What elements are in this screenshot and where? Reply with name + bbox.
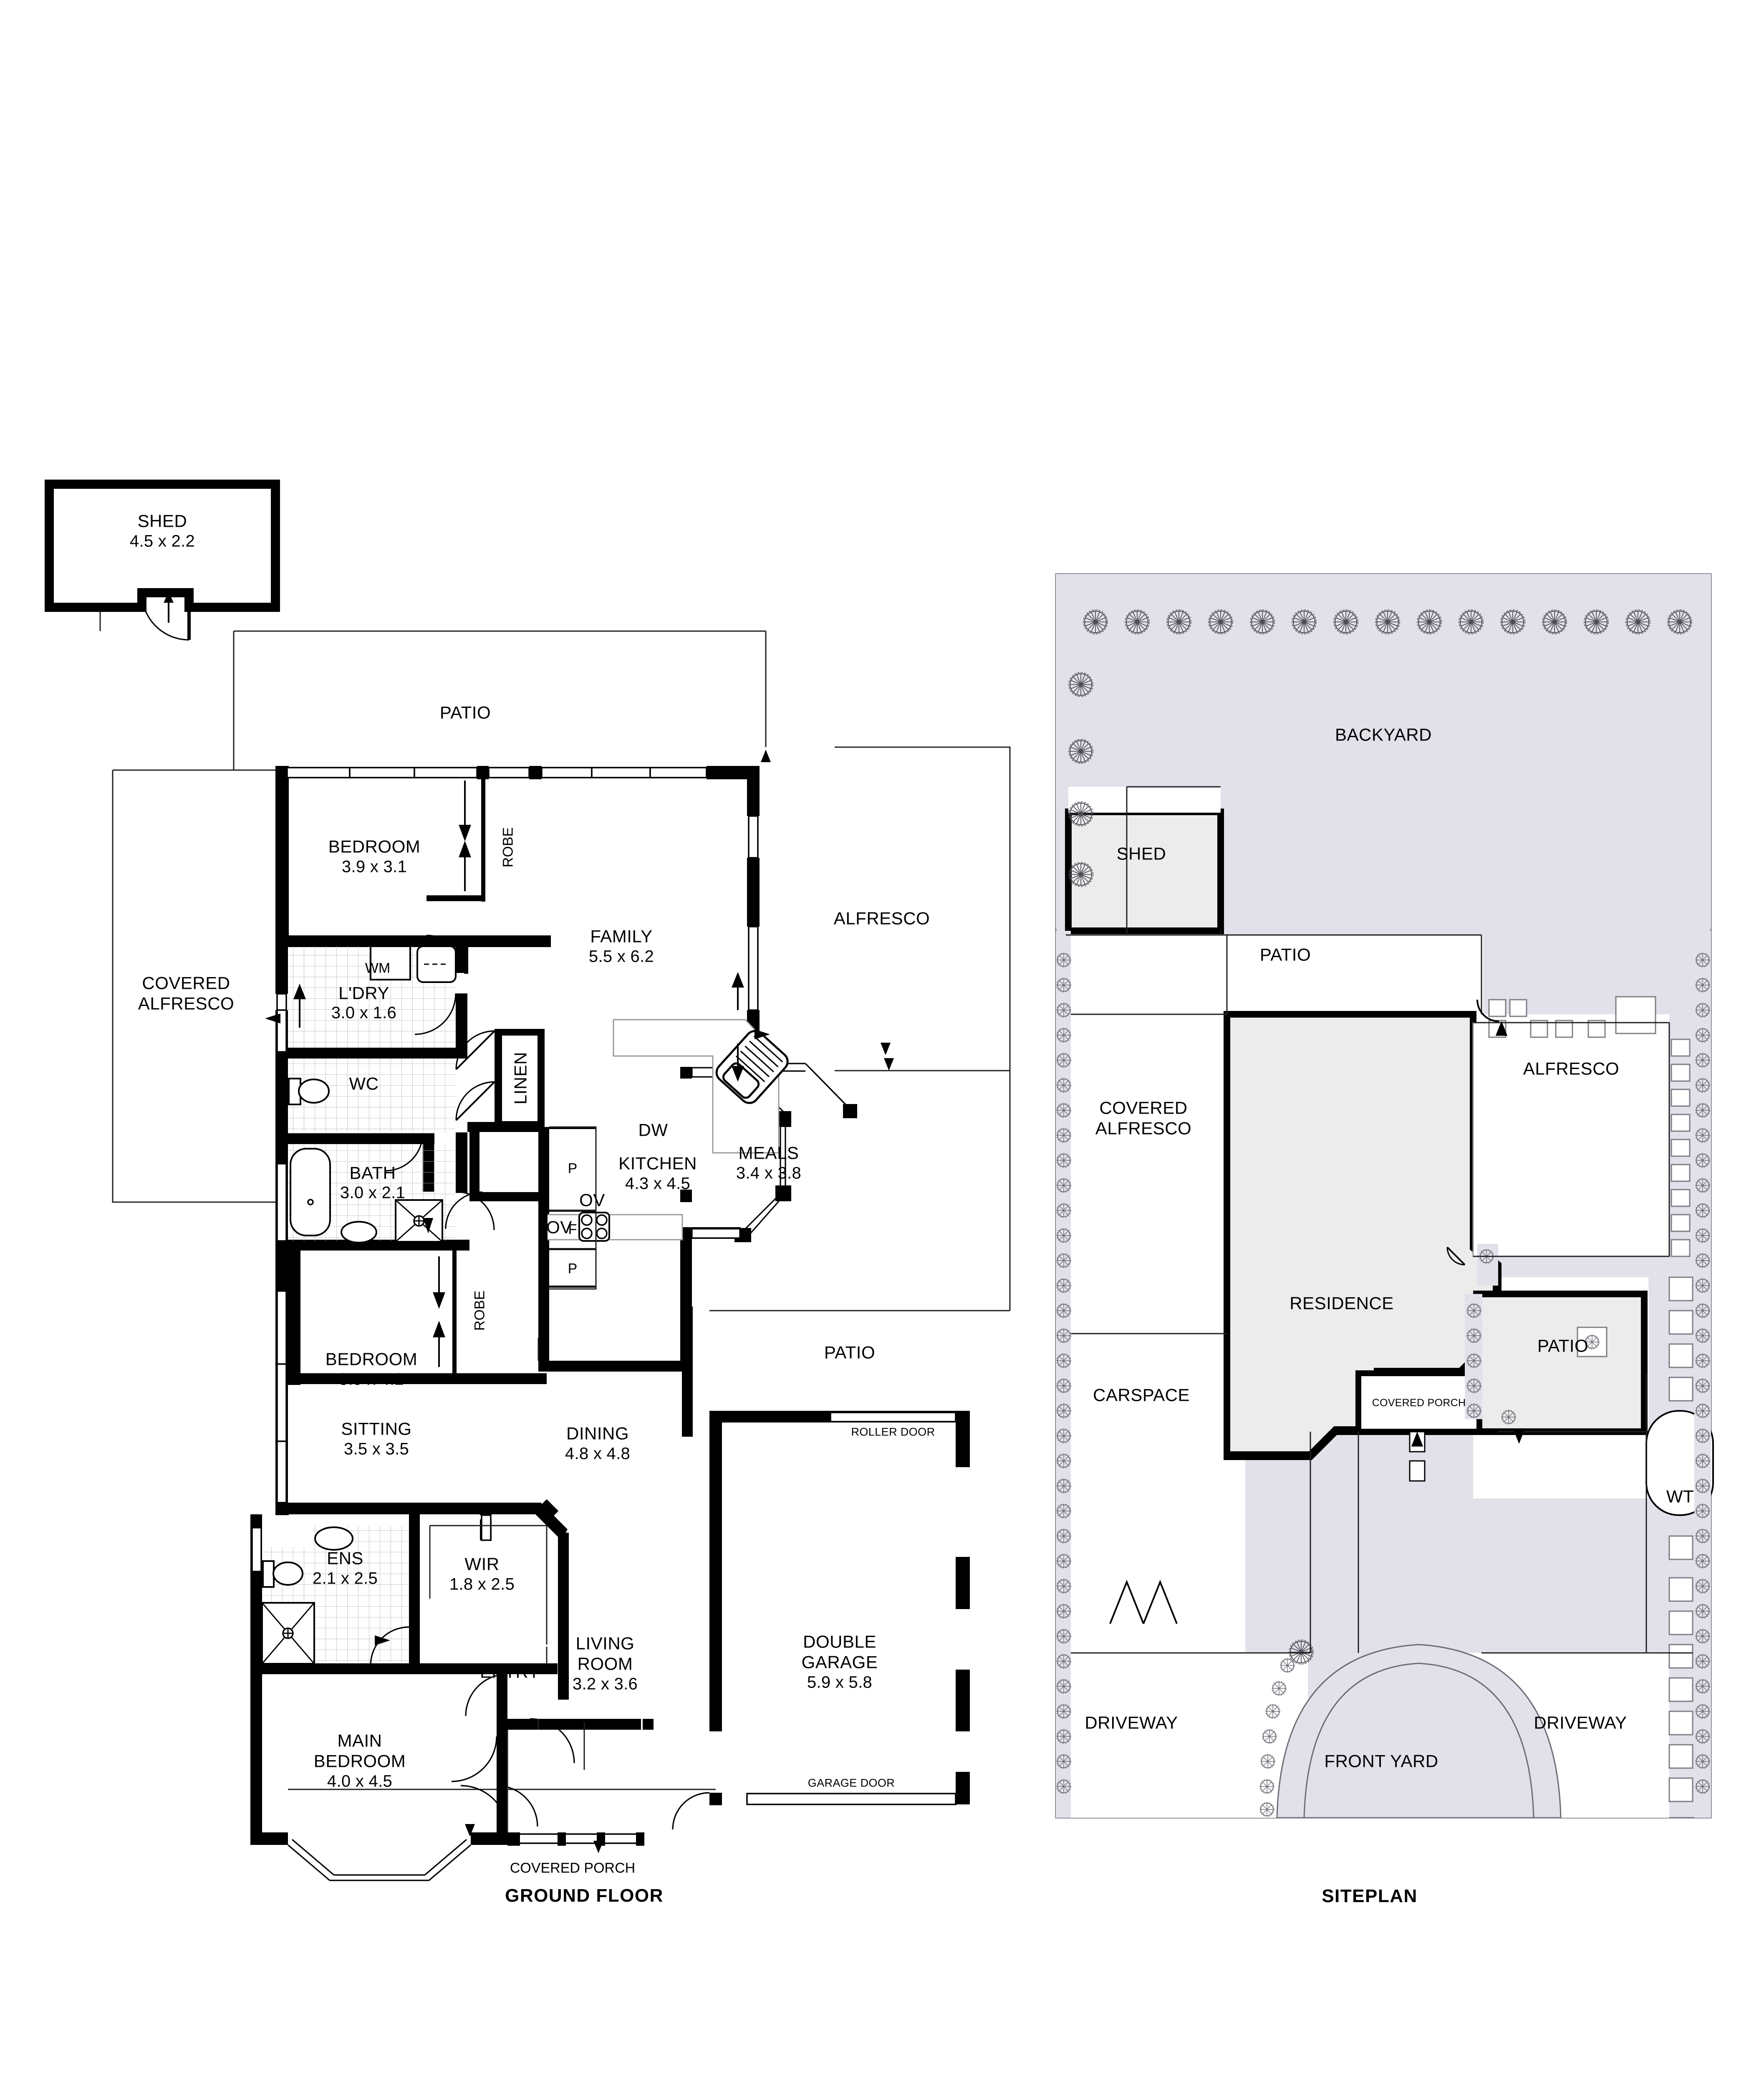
- covered-alfresco-label-line1: COVERED: [142, 973, 230, 993]
- pantry-label-bottom: P: [568, 1261, 578, 1277]
- main-bedroom-label-line1: MAIN: [337, 1731, 382, 1751]
- entry-label: ENTRY: [479, 1662, 540, 1682]
- siteplan-covered-porch-label: COVERED PORCH: [1372, 1397, 1466, 1409]
- siteplan-drawing: [1055, 573, 1714, 1819]
- wc-label: WC: [349, 1074, 379, 1094]
- family-dimension: 5.5 x 6.2: [588, 947, 654, 966]
- covered-alfresco-label-line2: ALFRESCO: [138, 993, 235, 1013]
- water-tank-label: WT: [1666, 1486, 1694, 1506]
- kitchen-dimension: 4.3 x 4.5: [625, 1174, 691, 1193]
- double-garage-label-line1: DOUBLE: [803, 1632, 876, 1652]
- shed-dimension: 4.5 x 2.2: [129, 532, 195, 551]
- bedroom3-label: BEDROOM: [325, 1349, 418, 1369]
- driveway-left-label: DRIVEWAY: [1085, 1713, 1178, 1733]
- siteplan-carspace-label: CARSPACE: [1093, 1385, 1190, 1405]
- double-garage-label-line2: GARAGE: [801, 1652, 878, 1672]
- wir-shelving: [429, 1525, 548, 1645]
- garage-door-label: GARAGE DOOR: [808, 1776, 895, 1789]
- ensuite-label: ENS: [327, 1548, 363, 1568]
- windows: [251, 767, 956, 1844]
- patio-top-label: PATIO: [439, 702, 491, 723]
- siteplan-residence-label: RESIDENCE: [1290, 1293, 1394, 1313]
- bath-dimension: 3.0 x 2.1: [340, 1183, 406, 1202]
- washing-machine-label: WM: [365, 960, 391, 976]
- ensuite-fixtures: [261, 1526, 409, 1665]
- linen-label: LINEN: [510, 1051, 530, 1105]
- backyard-label: BACKYARD: [1335, 725, 1432, 745]
- sitting-dimension: 3.5 x 3.5: [343, 1440, 409, 1458]
- siteplan-entry-markers: [1409, 1021, 1525, 1482]
- carspace-door-arcs: [1109, 1579, 1178, 1624]
- alfresco-label: ALFRESCO: [833, 908, 930, 928]
- wir-dimension: 1.8 x 2.5: [449, 1575, 515, 1594]
- living-room-label-line1: LIVING: [575, 1633, 635, 1653]
- main-bedroom-label-line2: BEDROOM: [313, 1751, 406, 1771]
- meals-dimension: 3.4 x 3.8: [736, 1164, 802, 1182]
- bath-label: BATH: [349, 1163, 396, 1183]
- siteplan-title: SITEPLAN: [1322, 1886, 1418, 1907]
- planter-boxes-right: [1668, 1276, 1693, 1402]
- kitchen-label: KITCHEN: [618, 1153, 697, 1173]
- front-yard-label: FRONT YARD: [1324, 1751, 1438, 1771]
- robe-arrows: [433, 781, 471, 1367]
- wir-label: WIR: [464, 1554, 500, 1574]
- siteplan-alfresco-label: ALFRESCO: [1523, 1059, 1620, 1079]
- bedroom2-label: BEDROOM: [328, 836, 421, 857]
- bedroom2-dimension: 3.9 x 3.1: [341, 857, 407, 876]
- robe-label-bedroom2: ROBE: [500, 827, 516, 868]
- siteplan-patio-top-label: PATIO: [1259, 945, 1311, 965]
- bedroom3-dimension: 3.9 x 4.2: [338, 1370, 404, 1389]
- double-garage-dimension: 5.9 x 5.8: [807, 1673, 873, 1692]
- siteplan-door-swing: [1476, 999, 1499, 1022]
- robe-label-bedroom3: ROBE: [472, 1290, 488, 1331]
- pantry-fridge-lines: [549, 1126, 597, 1290]
- porch-frame: [507, 1832, 644, 1846]
- dishwasher-label: DW: [638, 1120, 668, 1140]
- siteplan-patio-right-label: PATIO: [1537, 1336, 1589, 1356]
- patio-right-label: PATIO: [824, 1342, 876, 1362]
- shrub-single: [1501, 1410, 1516, 1425]
- door-swings: [370, 935, 710, 1833]
- alfresco-furniture: [1488, 996, 1656, 1038]
- living-room-label-line2: ROOM: [577, 1654, 633, 1674]
- garden-bed-right: [1671, 1038, 1691, 1257]
- siteplan-covered-alfresco-line1: COVERED: [1099, 1098, 1188, 1118]
- wc-fixtures: [288, 1059, 455, 1134]
- oven-label-top: OV: [579, 1190, 605, 1210]
- planter-top-right: [1668, 1535, 1693, 1560]
- shed-outline: [45, 480, 280, 641]
- pantry-label-top: P: [568, 1160, 578, 1177]
- laundry-fixtures: [288, 945, 457, 1048]
- dining-dimension: 4.8 x 4.8: [565, 1444, 631, 1463]
- driveway-right-label: DRIVEWAY: [1534, 1713, 1627, 1733]
- siteplan-shed-label: SHED: [1116, 844, 1166, 864]
- roller-door-label: ROLLER DOOR: [851, 1425, 935, 1438]
- direction-arrows: [265, 750, 894, 1853]
- laundry-label: L'DRY: [338, 983, 389, 1003]
- oven-label-left: OV: [546, 1217, 572, 1237]
- oven-cooktop-bench: [544, 1214, 683, 1241]
- ensuite-dimension: 2.1 x 2.5: [312, 1569, 378, 1588]
- cooktop: [578, 1212, 610, 1242]
- covered-porch-label: COVERED PORCH: [510, 1860, 636, 1876]
- sitting-label: SITTING: [341, 1419, 412, 1439]
- main-bedroom-dimension: 4.0 x 4.5: [327, 1772, 393, 1791]
- living-room-dimension: 3.2 x 3.6: [572, 1675, 638, 1693]
- planter-boxes-lower-right: [1668, 1577, 1693, 1802]
- dishwasher-sink: [715, 1030, 789, 1104]
- fridge-label: F: [568, 1221, 577, 1238]
- ground-floor-title: GROUND FLOOR: [505, 1885, 664, 1906]
- ground-floor-drawing: [45, 480, 1011, 1881]
- laundry-dimension: 3.0 x 1.6: [331, 1003, 397, 1022]
- meals-label: MEALS: [738, 1143, 799, 1163]
- siteplan-covered-alfresco-line2: ALFRESCO: [1095, 1118, 1192, 1138]
- dining-label: DINING: [566, 1423, 629, 1443]
- family-label: FAMILY: [590, 926, 653, 946]
- shed-label: SHED: [137, 511, 187, 531]
